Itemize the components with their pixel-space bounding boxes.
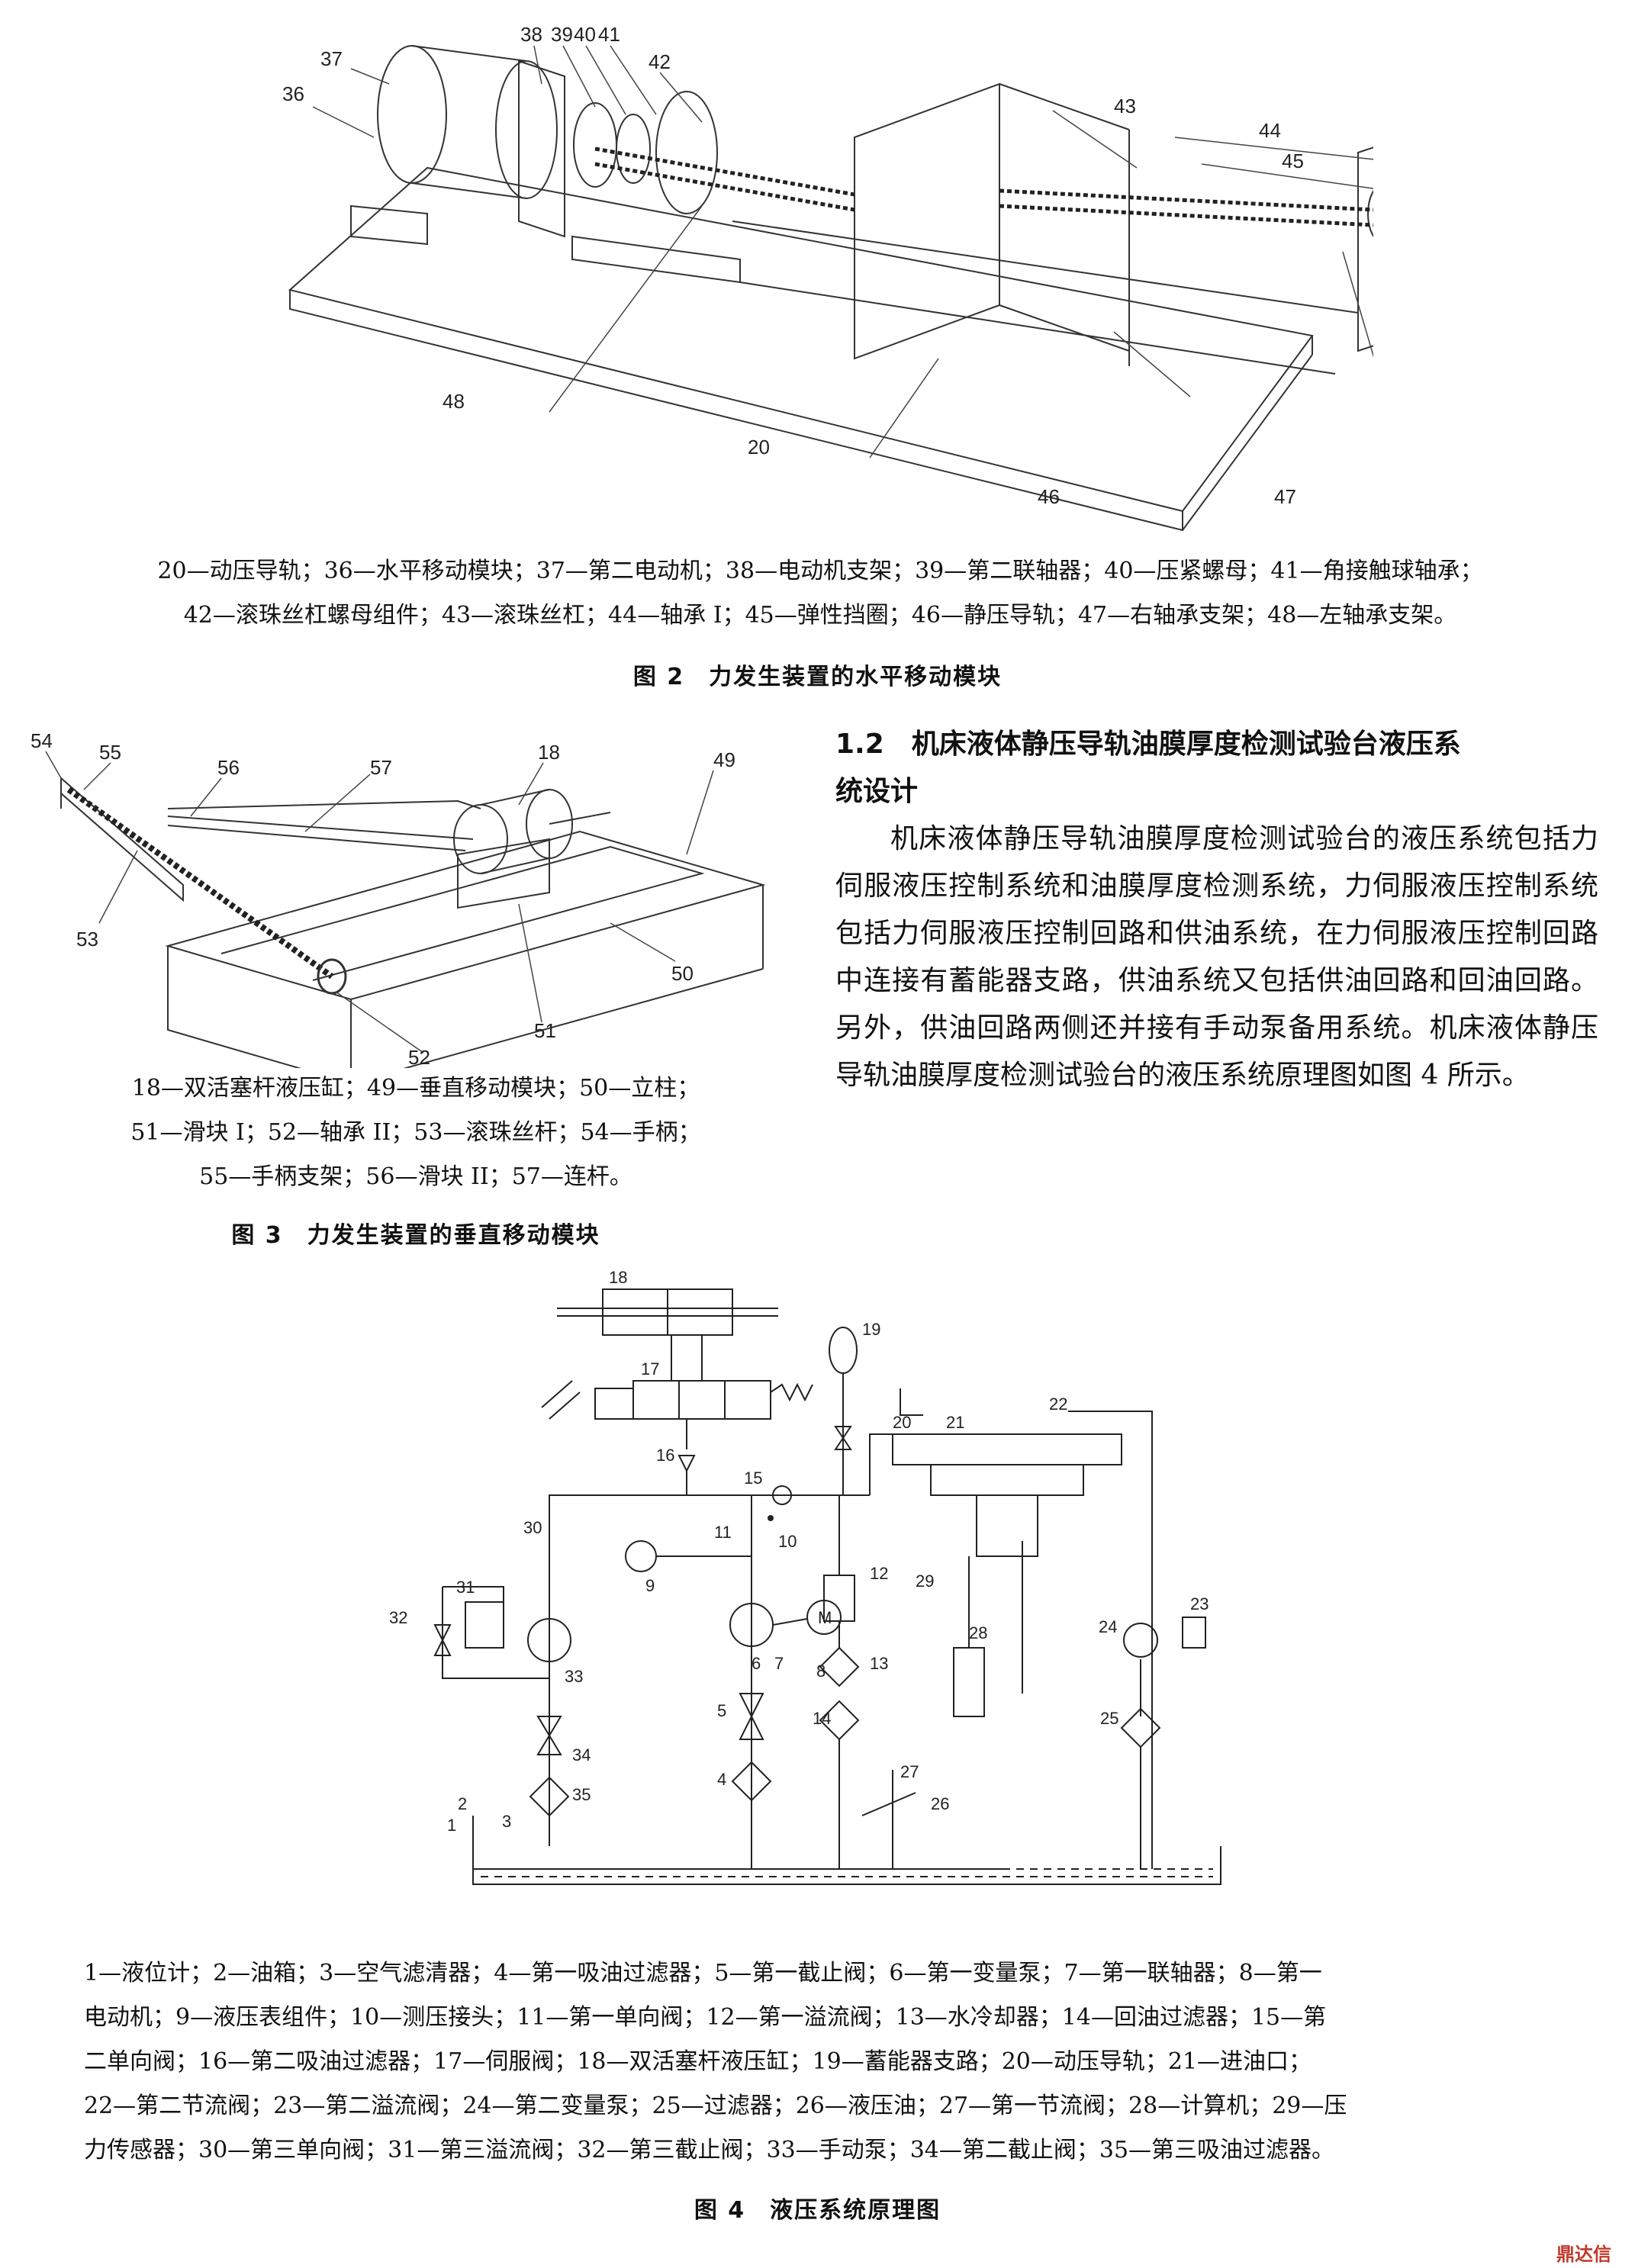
- legend-line: 51—滑块 I；52—轴承 II；53—滚珠丝杆；54—手柄；: [130, 1119, 701, 1146]
- fig2-label: 43: [1114, 95, 1136, 117]
- figure-4-caption: 图 4 液压系统原理图: [694, 2197, 941, 2224]
- section-1-2: 1.2 机床液体静压导轨油膜厚度检测试验台液压系 统设计 机床液体静压导轨油膜厚…: [835, 721, 1598, 1099]
- fig4-label: 16: [656, 1446, 674, 1465]
- fig2-label: 36: [282, 82, 304, 105]
- fig3-label: 49: [713, 748, 735, 771]
- fig2-label: 20: [748, 436, 770, 458]
- fig4-label: 28: [969, 1623, 987, 1642]
- fig3-label: 56: [217, 756, 240, 779]
- fig4-label: 8: [816, 1662, 826, 1681]
- legend-line: 二单向阀；16—第二吸油过滤器；17—伺服阀；18—双活塞杆液压缸；19—蓄能器…: [84, 2048, 1312, 2075]
- fig4-label: 27: [900, 1762, 919, 1781]
- figure-2-caption: 图 2 力发生装置的水平移动模块: [632, 664, 1003, 690]
- fig4-label: 20: [893, 1413, 911, 1432]
- fig4-label: 21: [946, 1413, 964, 1432]
- fig2-label: 48: [443, 390, 465, 413]
- legend-line: 22—第二节流阀；23—第二溢流阀；24—第二变量泵；25—过滤器；26—液压油…: [84, 2093, 1347, 2119]
- fig4-label: 3: [502, 1812, 511, 1831]
- section-paragraph: 机床液体静压导轨油膜厚度检测试验台的液压系统包括力伺服液压控制系统和油膜厚度检测…: [835, 823, 1598, 1091]
- fig4-label: 33: [565, 1667, 583, 1686]
- fig4-label: 10: [778, 1532, 797, 1551]
- fig4-label: 1: [447, 1816, 456, 1835]
- fig4-label: 30: [523, 1518, 542, 1537]
- watermark-logo: 鼎达信: [1556, 2239, 1611, 2266]
- fig4-label: 31: [456, 1578, 475, 1597]
- fig4-label: 32: [389, 1608, 407, 1627]
- fig2-label: 37: [320, 47, 343, 70]
- fig2-label: 41: [598, 23, 620, 46]
- fig4-label: 14: [813, 1709, 831, 1728]
- fig4-label: 18: [609, 1268, 627, 1287]
- figure-4-drawing: M 18 17 19 16 15 20 21 22 30 11 10 12 29…: [389, 1268, 1221, 1885]
- fig4-label: 2: [458, 1794, 467, 1813]
- fig4-label: 17: [641, 1359, 659, 1378]
- fig2-label: 47: [1274, 485, 1296, 508]
- legend-line: 18—双活塞杆液压缸；49—垂直移动模块；50—立柱；: [131, 1075, 700, 1102]
- fig2-label: 38: [520, 23, 542, 46]
- figure-4-legend: 1—液位计；2—油箱；3—空气滤清器；4—第一吸油过滤器；5—第一截止阀；6—第…: [84, 1951, 1549, 2173]
- figure-3-drawing: 54 55 56 57 18 49 53 50 51 52: [31, 729, 766, 1068]
- fig3-label: 54: [31, 729, 53, 752]
- fig4-label: 22: [1049, 1395, 1067, 1414]
- fig4-label: 19: [862, 1320, 880, 1339]
- watermark-text: 鼎达信: [1556, 2244, 1611, 2265]
- fig3-label: 57: [370, 756, 392, 779]
- legend-line: 42—滚珠丝杠螺母组件；43—滚珠丝杠；44—轴承 I；45—弹性挡圈；46—静…: [183, 602, 1457, 629]
- fig2-label: 44: [1259, 119, 1281, 142]
- fig4-label: 26: [931, 1794, 949, 1813]
- fig4-label: 12: [870, 1564, 888, 1583]
- fig4-label: 25: [1100, 1709, 1118, 1728]
- fig4-label: 9: [645, 1576, 655, 1595]
- fig4-label: 35: [572, 1785, 591, 1804]
- fig4-label: 24: [1099, 1617, 1117, 1636]
- fig4-label: 15: [744, 1469, 762, 1488]
- fig3-label: 53: [76, 928, 98, 951]
- figure-3-legend: 18—双活塞杆液压缸；49—垂直移动模块；50—立柱； 51—滑块 I；52—轴…: [31, 1066, 801, 1199]
- fig4-label: 23: [1190, 1594, 1209, 1613]
- legend-line: 力传感器；30—第三单向阀；31—第三溢流阀；32—第三截止阀；33—手动泵；3…: [84, 2137, 1335, 2163]
- fig4-label: 7: [774, 1654, 784, 1673]
- fig4-label: 4: [717, 1770, 726, 1789]
- fig2-label: 39: [551, 23, 573, 46]
- fig3-label: 18: [538, 741, 560, 764]
- fig3-label: 55: [99, 741, 121, 764]
- fig4-label: 34: [572, 1745, 591, 1765]
- figure-3-caption: 图 3 力发生装置的垂直移动模块: [231, 1222, 600, 1249]
- fig2-label: 40: [574, 23, 596, 46]
- fig4-label: 6: [752, 1654, 761, 1673]
- figure-2-legend: 20—动压导轨；36—水平移动模块；37—第二电动机；38—电动机支架；39—第…: [46, 549, 1595, 638]
- fig3-label: 51: [534, 1019, 556, 1042]
- fig2-label: 42: [649, 50, 671, 73]
- legend-line: 20—动压导轨；36—水平移动模块；37—第二电动机；38—电动机支架；39—第…: [157, 558, 1483, 584]
- legend-line: 1—液位计；2—油箱；3—空气滤清器；4—第一吸油过滤器；5—第一截止阀；6—第…: [84, 1960, 1322, 1987]
- section-heading: 1.2 机床液体静压导轨油膜厚度检测试验台液压系 统设计: [835, 729, 1461, 807]
- legend-line: 电动机；9—液压表组件；10—测压接头；11—第一单向阀；12—第一溢流阀；13…: [84, 2004, 1327, 2031]
- legend-line: 55—手柄支架；56—滑块 II；57—连杆。: [199, 1163, 632, 1190]
- figure-2-drawing: 36 37 38 39 40 41 42 43 44 45 46 47 48 2…: [282, 23, 1373, 532]
- fig4-label: 13: [870, 1654, 888, 1673]
- fig4-label: 5: [717, 1701, 726, 1720]
- motor-symbol: M: [818, 1608, 832, 1627]
- fig3-label: 50: [671, 962, 694, 985]
- fig3-label: 52: [408, 1046, 430, 1068]
- fig4-label: 29: [916, 1572, 934, 1591]
- fig4-label: 11: [714, 1523, 732, 1542]
- fig2-label: 46: [1038, 485, 1060, 508]
- fig2-label: 45: [1282, 150, 1304, 172]
